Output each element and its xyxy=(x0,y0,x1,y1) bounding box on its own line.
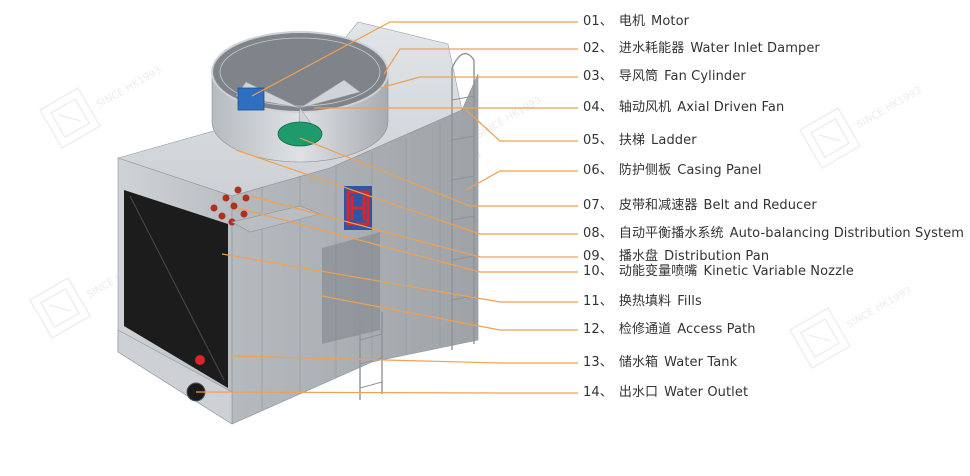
watermark-logo: SINCE HK1993 xyxy=(789,285,914,369)
component-label-12: 12、检修通道 Access Path xyxy=(583,322,756,338)
label-en: Water Tank xyxy=(664,355,738,370)
leader-lines xyxy=(195,21,578,394)
label-en: Access Path xyxy=(677,322,756,337)
label-num: 09、 xyxy=(583,249,613,264)
watermark-text: SINCE HK1993 xyxy=(855,85,924,131)
label-en: Casing Panel xyxy=(677,163,762,178)
drain-valve xyxy=(195,355,205,365)
label-zh: 进水耗能器 xyxy=(618,41,685,56)
component-label-13: 13、储水箱 Water Tank xyxy=(583,355,737,371)
label-zh: 导风筒 xyxy=(618,69,659,84)
component-label-06: 06、防护侧板 Casing Panel xyxy=(583,163,762,179)
label-zh: 防护侧板 xyxy=(618,163,672,178)
component-label-03: 03、导风筒 Fan Cylinder xyxy=(583,69,746,85)
label-zh: 出水口 xyxy=(618,385,659,400)
label-en: Water Outlet xyxy=(664,385,749,400)
access-opening xyxy=(322,232,380,344)
fan-assembly xyxy=(211,31,389,163)
leader-line-06 xyxy=(465,170,578,191)
label-en: Fills xyxy=(677,294,702,309)
label-num: 03、 xyxy=(583,69,613,84)
watermark-text: SINCE HK1993 xyxy=(95,65,164,111)
leader-line-07 xyxy=(299,137,578,207)
label-zh: 皮带和减速器 xyxy=(618,198,698,213)
label-en: Kinetic Variable Nozzle xyxy=(703,264,854,279)
fan-guard xyxy=(219,37,381,107)
label-en: Belt and Reducer xyxy=(703,198,817,213)
water-tank xyxy=(117,329,233,425)
component-label-05: 05、扶梯 Ladder xyxy=(583,133,697,149)
watermark-text: SINCE HK1993 xyxy=(475,95,544,141)
label-num: 12、 xyxy=(583,322,613,337)
watermark-text: SINCE HK1993 xyxy=(845,285,914,331)
label-num: 04、 xyxy=(583,100,613,115)
component-label-09: 09、播水盘 Distribution Pan xyxy=(583,249,769,265)
component-label-07: 07、皮带和减速器 Belt and Reducer xyxy=(583,198,817,214)
label-num: 05、 xyxy=(583,133,613,148)
label-zh: 播水盘 xyxy=(618,249,659,264)
label-zh: 自动平衡播水系统 xyxy=(618,226,724,241)
label-zh: 扶梯 xyxy=(618,133,646,148)
leader-line-09 xyxy=(249,195,578,258)
component-label-01: 01、电机 Motor xyxy=(583,14,689,30)
label-en: Ladder xyxy=(651,133,697,148)
brand-logo-mark xyxy=(346,190,370,226)
label-zh: 检修通道 xyxy=(618,322,672,337)
leader-line-12 xyxy=(321,295,578,331)
component-label-08: 08、自动平衡播水系统 Auto-balancing Distribution S… xyxy=(583,226,964,242)
label-zh: 换热填料 xyxy=(618,294,672,309)
leader-line-08 xyxy=(235,149,578,235)
label-num: 10、 xyxy=(583,264,613,279)
leader-line-14 xyxy=(195,391,578,394)
label-en: Axial Driven Fan xyxy=(677,100,785,115)
label-en: Distribution Pan xyxy=(664,249,770,264)
leader-line-11 xyxy=(221,253,578,303)
leader-line-05 xyxy=(465,109,578,142)
label-en: Water Inlet Damper xyxy=(690,41,820,56)
label-en: Motor xyxy=(651,14,690,29)
label-num: 07、 xyxy=(583,198,613,213)
label-num: 08、 xyxy=(583,226,613,241)
label-num: 13、 xyxy=(583,355,613,370)
fill-media xyxy=(124,190,228,388)
watermark-logo: SINCE HK1993 xyxy=(799,85,924,169)
component-label-04: 04、轴动风机 Axial Driven Fan xyxy=(583,100,784,116)
label-num: 14、 xyxy=(583,385,613,400)
label-zh: 轴动风机 xyxy=(618,100,672,115)
label-zh: 储水箱 xyxy=(618,355,659,370)
component-label-11: 11、换热填料 Fills xyxy=(583,294,702,310)
label-num: 06、 xyxy=(583,163,613,178)
label-en: Auto-balancing Distribution System xyxy=(729,226,965,241)
component-label-14: 14、出水口 Water Outlet xyxy=(583,385,748,401)
leader-line-02 xyxy=(383,48,578,75)
label-zh: 动能变量喷嘴 xyxy=(618,264,698,279)
fill-brace xyxy=(129,195,225,381)
leader-line-03 xyxy=(379,76,578,89)
ladders xyxy=(359,52,475,400)
label-en: Fan Cylinder xyxy=(664,69,746,84)
label-zh: 电机 xyxy=(618,14,646,29)
component-label-10: 10、动能变量喷嘴 Kinetic Variable Nozzle xyxy=(583,264,854,280)
label-num: 02、 xyxy=(583,41,613,56)
watermark-logo: SINCE HK1993 xyxy=(39,65,164,149)
reducer xyxy=(277,121,323,147)
component-label-02: 02、进水耗能器 Water Inlet Damper xyxy=(583,41,820,57)
leader-line-01 xyxy=(251,21,578,97)
label-num: 01、 xyxy=(583,14,613,29)
leader-line-10 xyxy=(237,207,578,273)
leader-line-13 xyxy=(231,355,578,364)
label-num: 11、 xyxy=(583,294,613,309)
